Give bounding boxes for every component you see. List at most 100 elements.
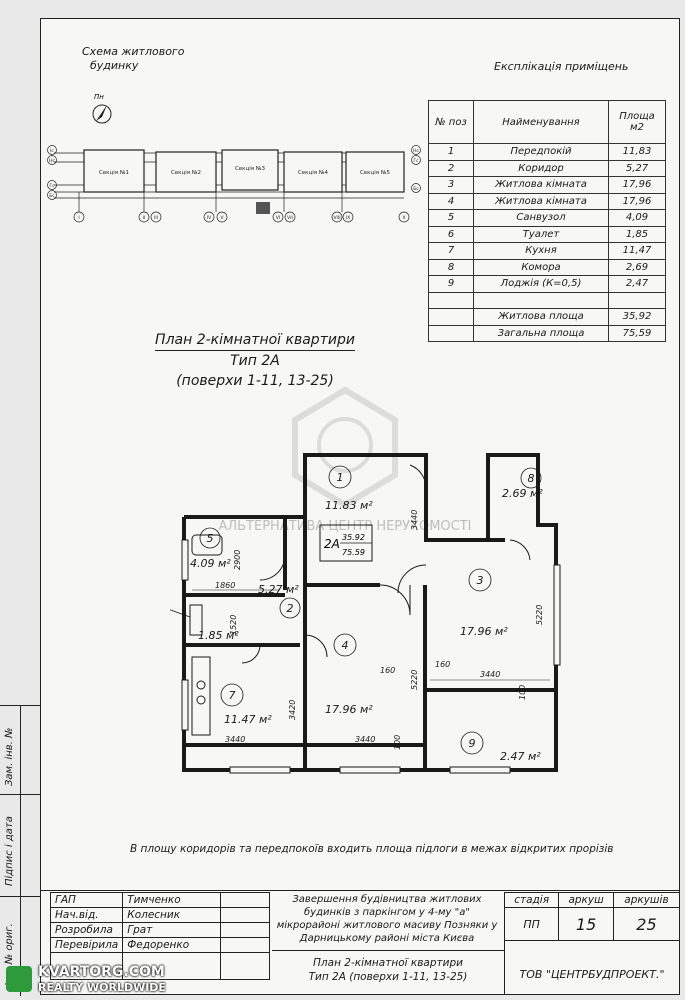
- sheets-value: 25: [612, 907, 681, 941]
- axis-right-2: Гс: [413, 158, 419, 164]
- row-num: 9: [428, 275, 474, 293]
- company-name: ТОВ "ЦЕНТРБУДПРОЕКТ.": [519, 968, 665, 981]
- plan-title-line2: Тип 2А: [230, 353, 280, 369]
- scheme-title-line1: Схема житлового: [82, 45, 185, 58]
- scheme-title-line2: будинку: [90, 59, 139, 72]
- row-num: 7: [428, 242, 474, 260]
- living-area-value: 35,92: [608, 308, 666, 326]
- row-name: Передпокій: [473, 143, 609, 161]
- sheets-label: аркушів: [612, 892, 681, 908]
- row-name: Туалет: [473, 225, 609, 243]
- sheet-value: 15: [558, 907, 614, 941]
- total-area-value: 75,59: [608, 324, 666, 342]
- room-6-marker: 6: [170, 609, 191, 618]
- dim-160-a: 160: [380, 666, 395, 675]
- dim-bath-width: 1860: [215, 581, 235, 590]
- sheet-title-line2: Тип 2А (поверхи 1-11, 13-25): [308, 971, 468, 983]
- badge-total-area: 75.59: [342, 548, 365, 557]
- axis-bottom-4: IV: [207, 215, 212, 221]
- area-room-1: 11.83 м²: [325, 499, 373, 512]
- area-room-7: 11.47 м²: [224, 713, 272, 726]
- type-badge-label: 2А: [324, 537, 340, 551]
- role: Перевірила: [49, 937, 124, 953]
- area-room-8: 2.69 м²: [502, 487, 543, 500]
- row-num: 8: [428, 258, 474, 276]
- row-area: 17,96: [608, 192, 666, 210]
- row-area: 11,47: [608, 242, 666, 260]
- dim-toilet-depth: 1520: [229, 615, 238, 635]
- room-num-3: 3: [477, 574, 484, 587]
- dim-kitchen-depth: 3420: [288, 700, 297, 720]
- row-name: Житлова кімната: [473, 176, 609, 194]
- col-header-name: Найменування: [473, 100, 609, 144]
- kvartorg-logo: KVARTORG.COM REALTY WORLDWIDE: [0, 962, 200, 1000]
- role: ГАП: [49, 892, 124, 908]
- axis-bottom-7: VII: [287, 215, 293, 221]
- area-room-9: 2.47 м²: [500, 750, 541, 763]
- axis-bottom-2: II: [143, 215, 146, 221]
- axis-bottom-3: III: [154, 215, 158, 221]
- plan-title: План 2-кімнатної квартири Тип 2А (поверх…: [130, 330, 380, 391]
- dim-hall-depth: 3440: [410, 510, 419, 530]
- col-header-area: Площа м2: [608, 100, 666, 144]
- building-scheme: Секція №1 Секція №2 Секція №3 Секція №4 …: [47, 93, 421, 223]
- row-area: 17,96: [608, 176, 666, 194]
- north-arrow-icon: Пн: [92, 93, 112, 124]
- room-num-5: 5: [207, 532, 214, 545]
- axis-bottom-10: X: [402, 215, 405, 221]
- room-num-9: 9: [469, 737, 476, 750]
- floor-plan: 1 8 3 4 5 2 7 9 11.83 м² 2.69 м² 17.96 м…: [170, 453, 561, 774]
- signer: Федоренко: [122, 937, 221, 953]
- axis-left-3: Гс: [49, 183, 55, 189]
- dim-bath-depth: 2900: [233, 550, 242, 570]
- row-area: 5,27: [608, 159, 666, 177]
- row-name: Кухня: [473, 242, 609, 260]
- room-num-1: 1: [337, 471, 344, 484]
- axis-left-1: Іс: [50, 148, 54, 154]
- axis-right-1: Нс: [413, 148, 419, 154]
- row-name: Коридор: [473, 159, 609, 177]
- dim-160-b: 160: [435, 660, 450, 669]
- plan-title-line1: План 2-кімнатної квартири: [155, 330, 355, 351]
- room-num-2: 2: [287, 602, 294, 615]
- logo-mark-icon: [6, 966, 32, 992]
- watermark-text: АЛЬТЕРНАТИВА ЦЕНТР НЕРУХОМОСТІ: [218, 519, 471, 534]
- axis-bottom-1: I: [78, 215, 79, 221]
- row-area: 1,85: [608, 225, 666, 243]
- scheme-section-2: Секція №2: [171, 170, 201, 176]
- axis-left-4: Бс: [49, 193, 55, 199]
- north-label: Пн: [94, 93, 104, 101]
- row-name: Комора: [473, 258, 609, 276]
- stamp-signature-date: Підпис і дата: [4, 816, 15, 886]
- scheme-section-3: Секція №3: [235, 166, 266, 172]
- row-num: 2: [428, 159, 474, 177]
- area-room-3: 17.96 м²: [460, 625, 508, 638]
- axis-bottom-5: V: [220, 215, 224, 221]
- dim-room4-width: 3440: [355, 735, 375, 744]
- explication-title: Експлікація приміщень: [494, 60, 629, 73]
- row-name: Лоджія (К=0,5): [473, 275, 609, 293]
- col-header-num: № поз: [428, 100, 474, 144]
- stage-label: стадія: [503, 892, 560, 908]
- scheme-section-4: Секція №4: [298, 170, 329, 176]
- row-name: Санвузол: [473, 209, 609, 227]
- row-num: 6: [428, 225, 474, 243]
- type-badge: 2А 35.92 75.59: [319, 524, 373, 562]
- dim-100-a: 100: [393, 735, 402, 750]
- scheme-section-5: Секція №5: [360, 170, 391, 176]
